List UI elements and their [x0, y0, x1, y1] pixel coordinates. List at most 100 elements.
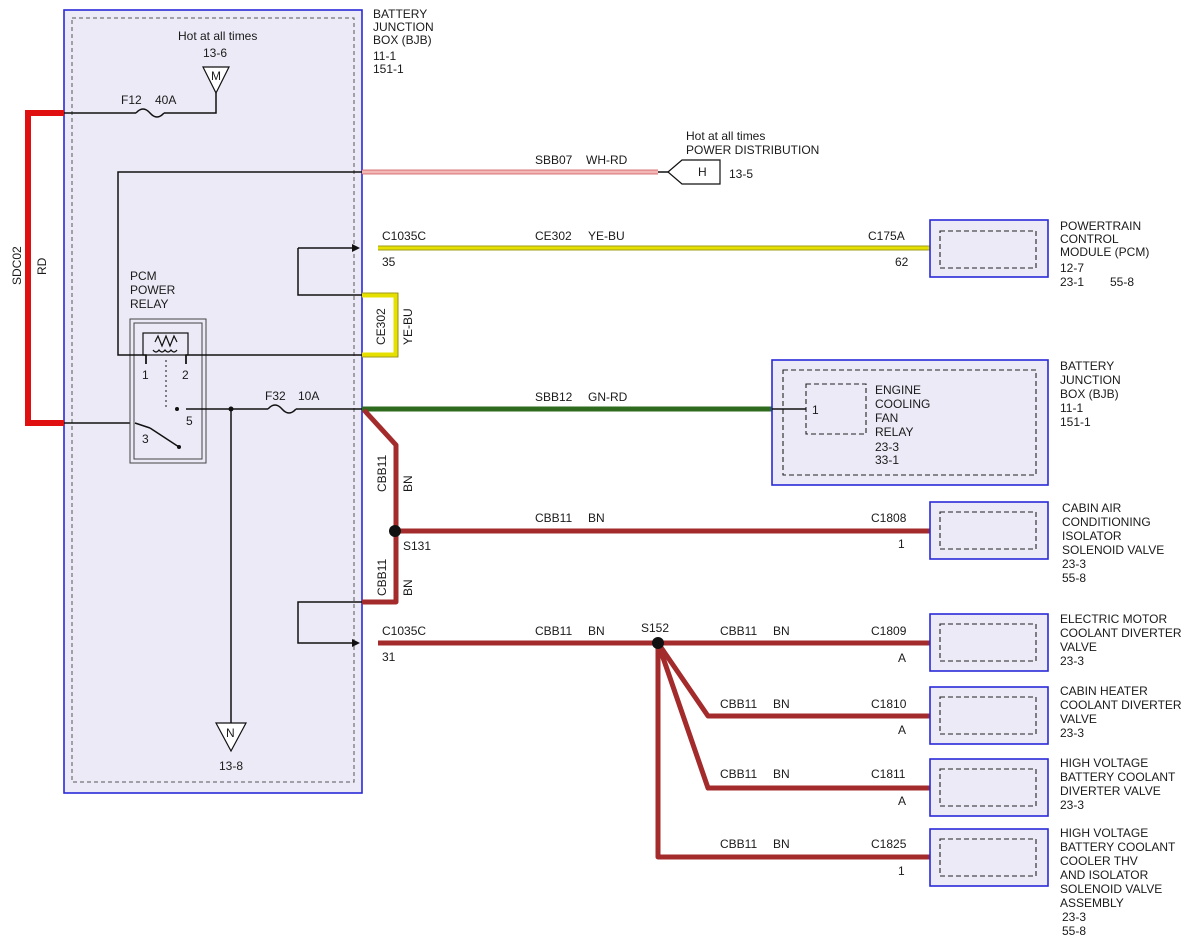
h-connector-icon: [667, 159, 721, 185]
c1808-pin: 1: [898, 537, 905, 551]
sbb07-hot-label: Hot at all times: [686, 129, 765, 143]
c1811-label-1: HIGH VOLTAGE: [1060, 756, 1148, 770]
c175a-pin: 62: [895, 255, 909, 269]
c1808-label-2: CONDITIONING: [1062, 515, 1151, 529]
c1809-pin: A: [898, 651, 906, 665]
h-connector-letter: H: [698, 165, 707, 179]
relay-coil-winding: [152, 349, 178, 353]
c1810-component-inner: [939, 696, 1037, 735]
bjb-left-title-3: BOX (BJB): [373, 33, 432, 47]
relay-label-1: PCM: [130, 269, 157, 283]
c1811-label-3: DIVERTER VALVE: [1060, 784, 1161, 798]
c1811-ref-1: 23-3: [1060, 798, 1084, 812]
c1825-label-4: AND ISOLATOR: [1060, 868, 1149, 882]
hot-at-all-times-label: Hot at all times: [178, 29, 257, 43]
relay-pin2: 2: [182, 368, 189, 382]
ce302-vertical-wire: [362, 292, 399, 358]
sbb12-circuit: SBB12: [535, 390, 573, 404]
bjb-right-title-3: BOX (BJB): [1060, 387, 1119, 401]
n-connector-icon: [214, 722, 248, 753]
c1825-label-6: ASSEMBLY: [1060, 896, 1124, 910]
c1811-pin: A: [898, 794, 906, 808]
relay-coil-ground-wire: [185, 354, 362, 364]
n-connector-letter: N: [226, 726, 235, 740]
c1809-component-inner: [939, 623, 1037, 662]
s152-feed-circuit: CBB11: [535, 624, 572, 638]
ce302-wire-stripe: [378, 245, 930, 251]
c1825-connector: C1825: [871, 837, 907, 851]
c1825-wire-circuit: CBB11: [720, 837, 757, 851]
cbb11-vertical-wire: [362, 408, 399, 605]
c1035c-bottom-loop: [297, 601, 362, 644]
c1825-wire-color: BN: [773, 837, 790, 851]
fan-relay-label-4: RELAY: [875, 425, 913, 439]
cbb11-c1810-wire: [655, 641, 930, 719]
bjb-right-title-1: BATTERY: [1060, 359, 1114, 373]
c1809-ref-1: 23-3: [1060, 654, 1084, 668]
c1810-label-3: VALVE: [1060, 712, 1097, 726]
pcm-title-2: CONTROL: [1060, 232, 1119, 246]
fan-relay-ref-1: 23-3: [875, 440, 899, 454]
m-connector-icon: [202, 66, 230, 95]
battery-junction-box-left: [63, 9, 363, 794]
c1035c-arrow-top: [352, 244, 360, 252]
f12-fuse-icon: [135, 108, 165, 118]
c1035c-arrow-bottom: [352, 639, 360, 647]
f12-rating: 40A: [155, 93, 176, 107]
c1811-label-2: BATTERY COOLANT: [1060, 770, 1176, 784]
f12-label: F12: [121, 93, 142, 107]
relay-label-3: RELAY: [130, 297, 168, 311]
relay-coil-icon: [154, 334, 178, 348]
c1810-connector: C1810: [871, 697, 907, 711]
c1810-ref-1: 23-3: [1060, 726, 1084, 740]
cbb11-vertical-circuit-top: CBB11: [375, 455, 389, 492]
c1808-component-inner: [939, 511, 1037, 550]
c1825-label-1: HIGH VOLTAGE: [1060, 826, 1148, 840]
pcm-power-relay-inner: [133, 322, 203, 460]
sbb07-circuit: SBB07: [535, 153, 573, 167]
pcm-ref-1: 12-7: [1060, 261, 1084, 275]
power-distribution-label: POWER DISTRIBUTION: [686, 143, 819, 157]
bjb-right-inner: [782, 369, 1037, 476]
bjb-right-ref-2: 151-1: [1060, 415, 1091, 429]
sdc02-circuit: SDC02: [10, 246, 24, 285]
relay-label-2: POWER: [130, 283, 176, 297]
c1809-component-box: [929, 613, 1049, 672]
c1811-wire-circuit: CBB11: [720, 767, 757, 781]
ce302-vertical-stripe: [362, 292, 399, 358]
relay-contact-5: [175, 407, 179, 411]
relay-coil-housing: [142, 332, 189, 356]
fan-relay-label-3: FAN: [875, 411, 898, 425]
ce302-loop-top-wire: [297, 248, 362, 296]
c175a-connector: C175A: [868, 229, 905, 243]
s131-splice: [389, 525, 401, 537]
c1810-component-box: [929, 686, 1049, 745]
s131-label: S131: [403, 539, 431, 553]
c1825-component-box: [929, 828, 1049, 887]
c1809-wire-color: BN: [773, 624, 790, 638]
bjb-right-title-2: JUNCTION: [1060, 373, 1121, 387]
cbb11-vertical-color-bottom: BN: [401, 579, 415, 596]
c1809-wire-circuit: CBB11: [720, 624, 757, 638]
c1809-connector: C1809: [871, 624, 907, 638]
bjb-left-ref-1: 11-1: [373, 49, 396, 63]
cbb11-vertical-color-top: BN: [401, 475, 415, 492]
ce302-circuit: CE302: [535, 229, 572, 243]
cbb11-vertical-circuit-bottom: CBB11: [375, 559, 389, 596]
sbb12-color: GN-RD: [588, 390, 628, 404]
c1808-wire-circuit: CBB11: [535, 511, 572, 525]
c1808-component-box: [929, 501, 1049, 560]
pcm-ref-2: 23-1: [1060, 275, 1084, 289]
c1825-label-2: BATTERY COOLANT: [1060, 840, 1176, 854]
relay-contact-3: [177, 445, 181, 449]
fan-relay-pin: 1: [812, 403, 819, 417]
relay-coil-feed-wire: [117, 171, 362, 364]
sdc02-wire: [25, 110, 64, 426]
c1810-wire-color: BN: [773, 697, 790, 711]
fan-relay-label-1: ENGINE: [875, 383, 921, 397]
s152-feed-color: BN: [588, 624, 605, 638]
f32-rating: 10A: [298, 389, 319, 403]
ce302-color: YE-BU: [588, 229, 625, 243]
c1808-wire-color: BN: [588, 511, 605, 525]
c1810-label-2: COOLANT DIVERTER: [1060, 698, 1182, 712]
